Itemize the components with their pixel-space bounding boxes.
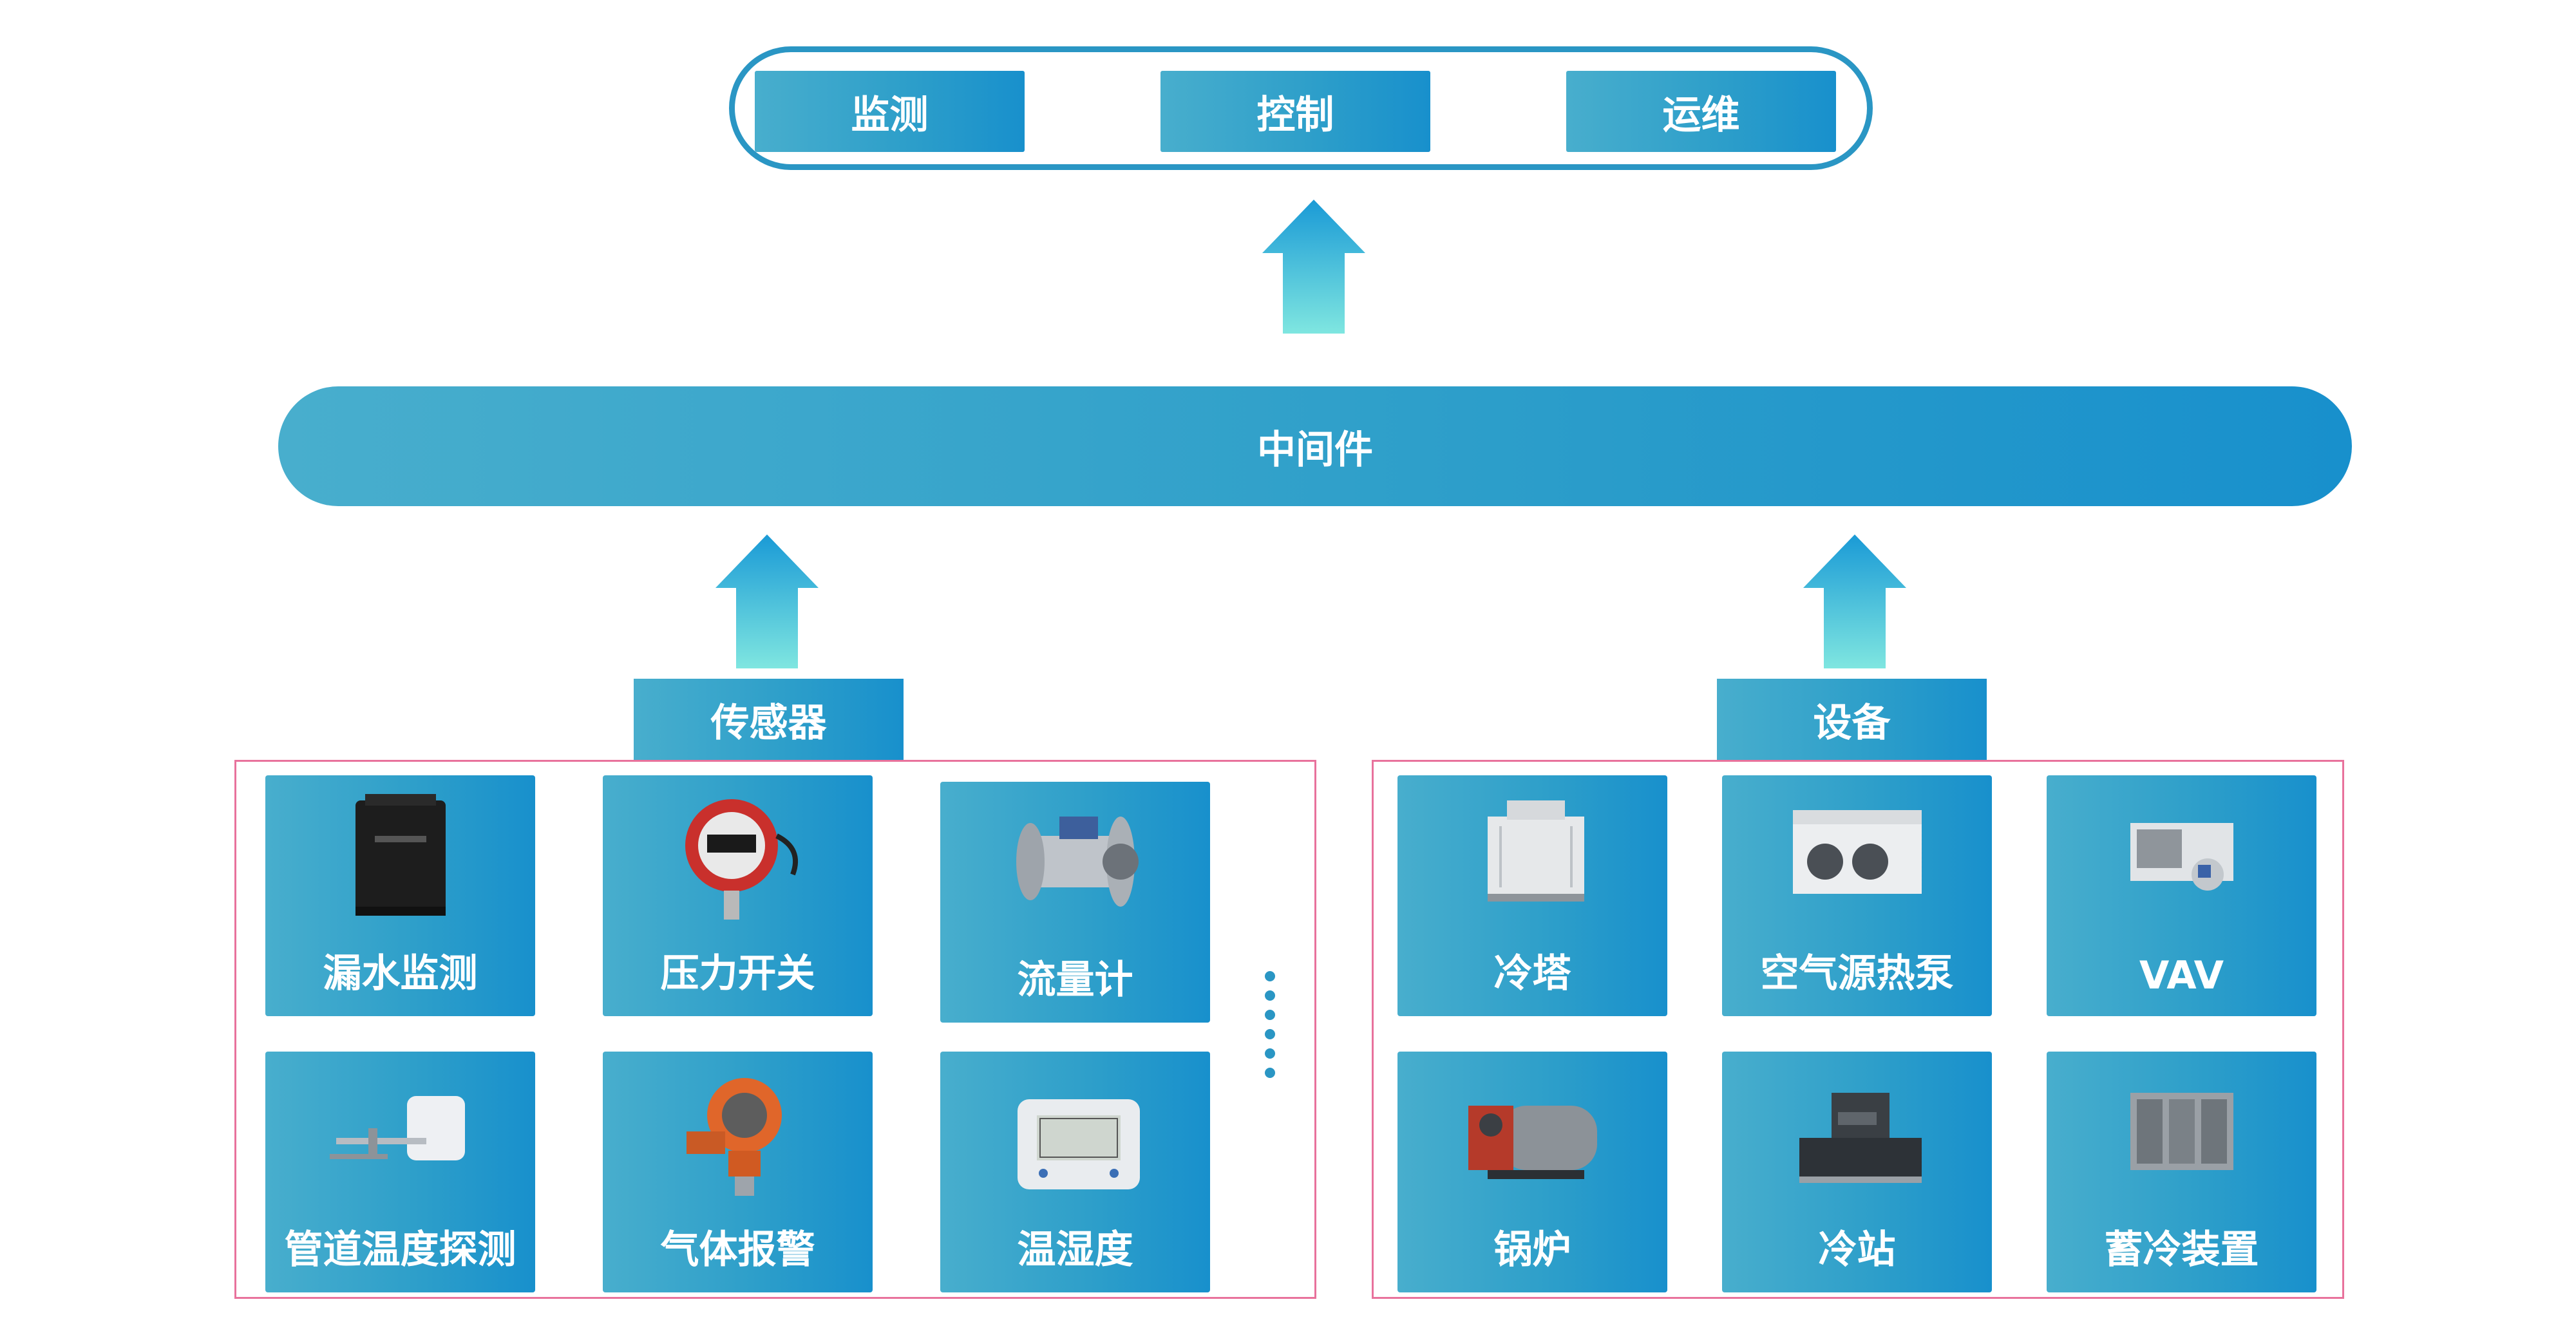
sensor-card-pressure[interactable]: 压力开关: [603, 775, 873, 1016]
equipment-group: [1372, 760, 2344, 1299]
equipment-label: VAV: [2139, 953, 2224, 998]
monitor-button[interactable]: 监测: [755, 71, 1025, 152]
equipment-label: 空气源热泵: [1760, 951, 1954, 996]
sensors-group: [234, 760, 1316, 1299]
middleware-bar: 中间件: [278, 386, 2352, 506]
equipment-card-ice-storage[interactable]: 蓄冷装置: [2047, 1052, 2316, 1292]
sensor-label: 漏水监测: [323, 951, 478, 996]
equipment-label: 锅炉: [1493, 1227, 1571, 1272]
leak-detector-icon: [355, 794, 446, 916]
pipe-temperature-probe-icon: [330, 1096, 465, 1160]
equipment-card-cooling-tower[interactable]: 冷塔: [1397, 775, 1667, 1016]
sensor-label: 压力开关: [660, 951, 815, 996]
sensor-label: 管道温度探测: [284, 1227, 516, 1272]
equipment-label: 冷塔: [1493, 951, 1571, 996]
sensor-label: 温湿度: [1017, 1227, 1133, 1272]
up-arrow-icon: [715, 534, 819, 668]
operation-button[interactable]: 运维: [1566, 71, 1836, 152]
equipment-label: 冷站: [1818, 1227, 1896, 1272]
equipment-card-heat-pump[interactable]: 空气源热泵: [1722, 775, 1992, 1016]
pressure-switch-icon: [685, 799, 798, 920]
sensor-card-leak[interactable]: 漏水监测: [265, 775, 535, 1016]
flow-meter-icon: [1016, 817, 1139, 907]
temperature-humidity-sensor-icon: [1018, 1099, 1140, 1189]
top-layer-frame: [729, 46, 1873, 170]
equipment-card-vav[interactable]: VAV: [2047, 775, 2316, 1016]
up-arrow-icon: [1803, 534, 1906, 668]
chiller-station-icon: [1799, 1093, 1922, 1183]
vertical-ellipsis-icon: [1264, 971, 1276, 1081]
gas-alarm-icon: [687, 1078, 782, 1196]
equipment-label: 蓄冷装置: [2104, 1227, 2259, 1272]
sensor-card-gas[interactable]: 气体报警: [603, 1052, 873, 1292]
boiler-icon: [1468, 1106, 1597, 1179]
sensor-card-humidity[interactable]: 温湿度: [940, 1052, 1210, 1292]
sensors-title: 传感器: [634, 679, 904, 760]
cold-storage-device-icon: [2130, 1093, 2233, 1170]
sensor-card-flow[interactable]: 流量计: [940, 782, 1210, 1023]
sensor-card-pipe-temp[interactable]: 管道温度探测: [265, 1052, 535, 1292]
up-arrow-icon: [1262, 200, 1365, 334]
vav-box-icon: [2130, 823, 2233, 891]
equipment-card-boiler[interactable]: 锅炉: [1397, 1052, 1667, 1292]
sensor-label: 气体报警: [660, 1227, 815, 1272]
air-source-heat-pump-icon: [1793, 810, 1922, 894]
control-button[interactable]: 控制: [1160, 71, 1430, 152]
equipment-card-chiller-station[interactable]: 冷站: [1722, 1052, 1992, 1292]
cooling-tower-icon: [1488, 800, 1584, 902]
equipment-title: 设备: [1717, 679, 1987, 760]
sensor-label: 流量计: [1017, 958, 1133, 1003]
